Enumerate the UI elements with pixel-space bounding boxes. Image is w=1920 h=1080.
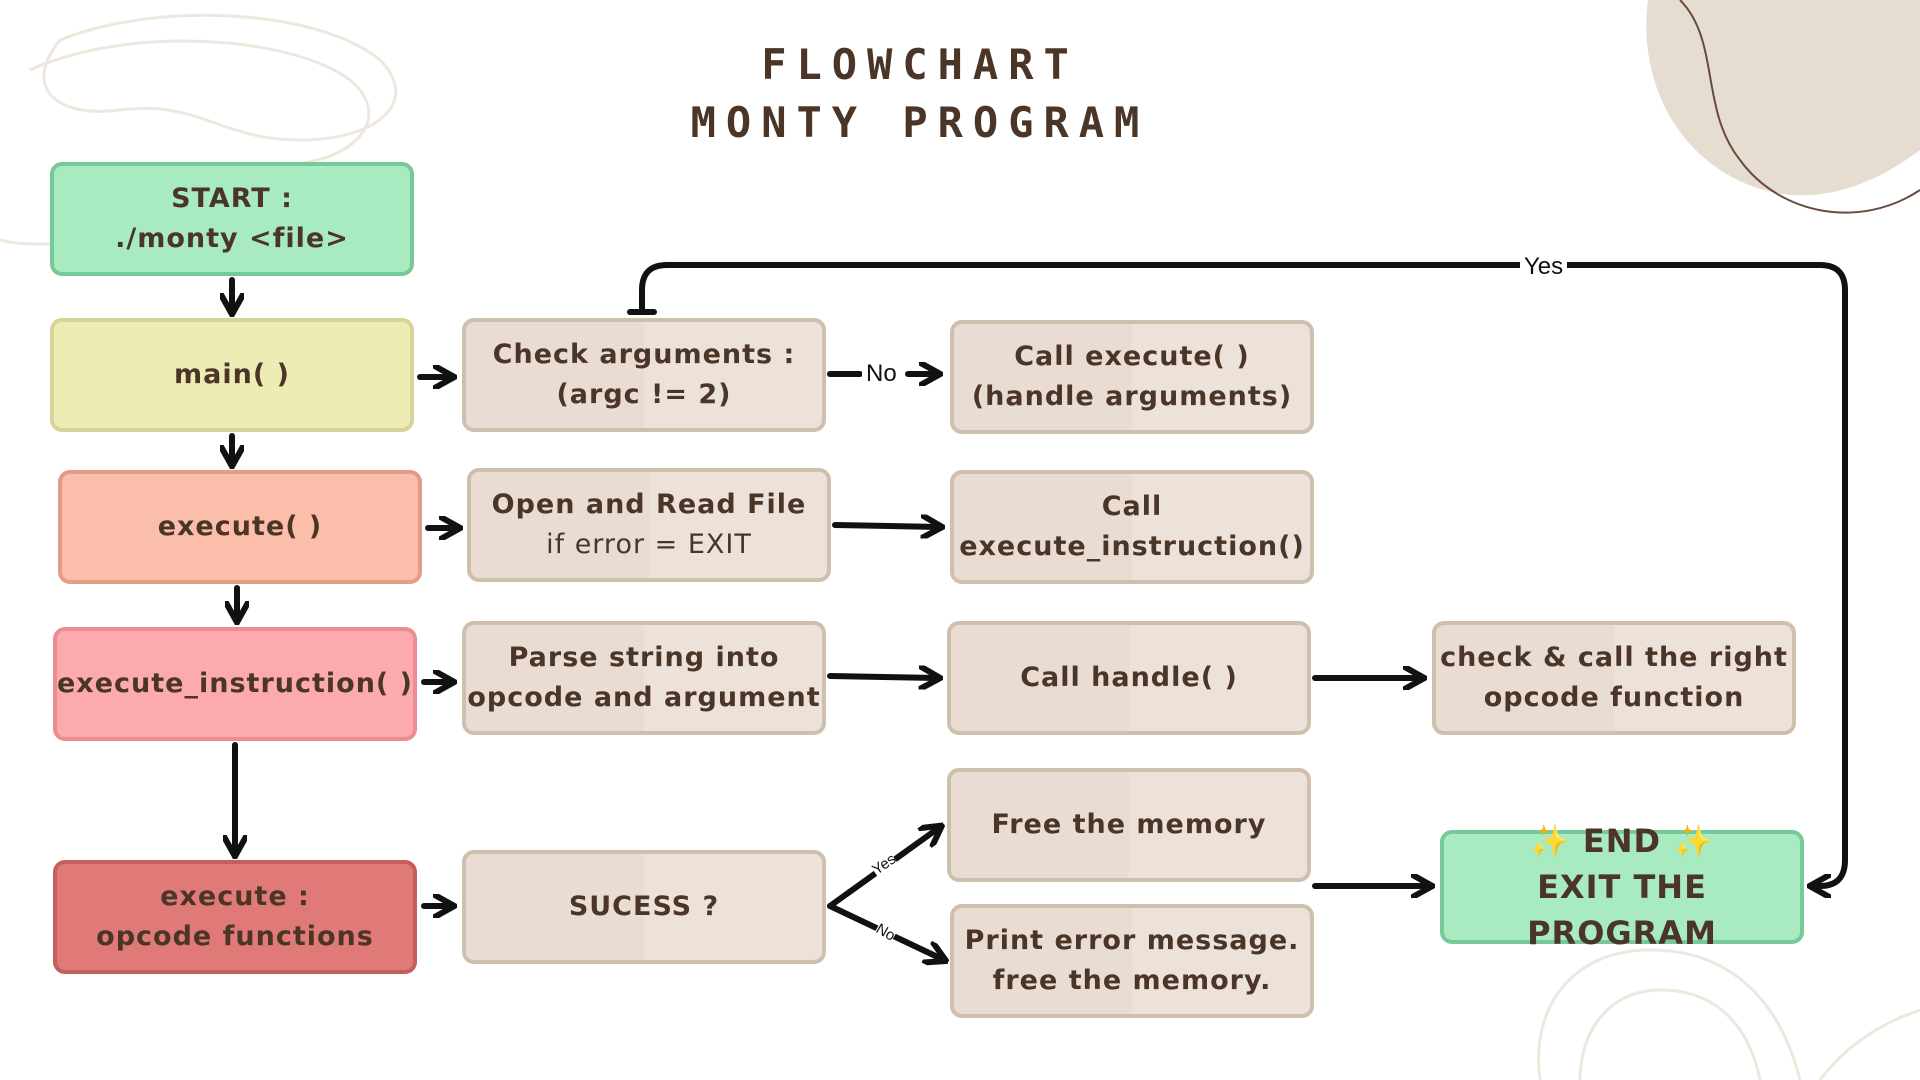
node-print-error-line2: free the memory. <box>992 965 1272 996</box>
chart-title-line1: FLOWCHART <box>761 40 1079 89</box>
node-success-decision: SUCESS ? <box>462 850 826 964</box>
node-success-label: SUCESS ? <box>568 891 720 922</box>
node-parse-string: Parse string into opcode and argument <box>462 621 826 735</box>
node-execute-instruction-label: execute_instruction( ) <box>57 668 413 699</box>
node-end-line2: EXIT THE PROGRAM <box>1527 868 1717 952</box>
node-opcode-functions-line2: opcode functions <box>96 921 374 952</box>
node-call-execute-instruction: Call execute_instruction() <box>950 470 1314 584</box>
node-free-memory: Free the memory <box>947 768 1311 882</box>
node-check-arguments-line2: (argc != 2) <box>556 379 732 410</box>
node-start-line1: START : <box>171 183 293 214</box>
node-start-line2: ./monty <file> <box>115 223 349 254</box>
node-call-execute: Call execute( ) (handle arguments) <box>950 320 1314 434</box>
edge-label-yes: Yes <box>1520 253 1568 281</box>
node-check-call-line1: check & call the right <box>1440 642 1788 673</box>
sparkle-icon: ✨ <box>1529 822 1571 860</box>
node-print-error-line1: Print error message. <box>964 925 1300 956</box>
node-check-call-line2: opcode function <box>1483 682 1745 713</box>
node-main-label: main( ) <box>174 359 290 390</box>
node-end: ✨ END ✨ EXIT THE PROGRAM <box>1440 822 1804 952</box>
node-end-label: END <box>1582 822 1662 860</box>
node-main: main( ) <box>50 318 414 432</box>
arrow-parse-to-handle <box>827 676 938 678</box>
node-opcode-functions: execute : opcode functions <box>53 860 417 974</box>
node-opcode-functions-line1: execute : <box>160 881 310 912</box>
node-print-error: Print error message. free the memory. <box>950 904 1314 1018</box>
node-open-read-line2: if error = EXIT <box>546 529 752 560</box>
node-execute-instruction: execute_instruction( ) <box>53 627 417 741</box>
node-start: START : ./monty <file> <box>50 162 414 276</box>
node-check-call-opcode: check & call the right opcode function <box>1432 621 1796 735</box>
node-free-memory-label: Free the memory <box>991 809 1267 840</box>
arrow-open-to-callinstr <box>832 525 940 527</box>
node-end-line1: ✨ END ✨ <box>1530 818 1714 864</box>
node-execute: execute( ) <box>58 470 422 584</box>
node-check-arguments: Check arguments : (argc != 2) <box>462 318 826 432</box>
node-call-handle-label: Call handle( ) <box>1020 662 1238 693</box>
sparkle-icon: ✨ <box>1673 822 1715 860</box>
arrow-check-yes-to-end <box>639 262 1848 886</box>
node-parse-line1: Parse string into <box>508 642 780 673</box>
node-call-execute-instruction-line2: execute_instruction() <box>959 531 1305 562</box>
node-call-execute-line2: (handle arguments) <box>971 381 1293 412</box>
node-execute-label: execute( ) <box>157 511 323 542</box>
node-check-arguments-line1: Check arguments : <box>492 339 796 370</box>
chart-title-line2: MONTY PROGRAM <box>690 98 1150 147</box>
edge-label-no: No <box>862 360 901 388</box>
node-call-execute-line1: Call execute( ) <box>1014 341 1250 372</box>
node-open-read-line1: Open and Read File <box>491 489 807 520</box>
node-call-execute-instruction-line1: Call <box>1101 491 1163 522</box>
node-call-handle: Call handle( ) <box>947 621 1311 735</box>
node-open-read-file: Open and Read File if error = EXIT <box>467 468 831 582</box>
node-parse-line2: opcode and argument <box>467 682 821 713</box>
